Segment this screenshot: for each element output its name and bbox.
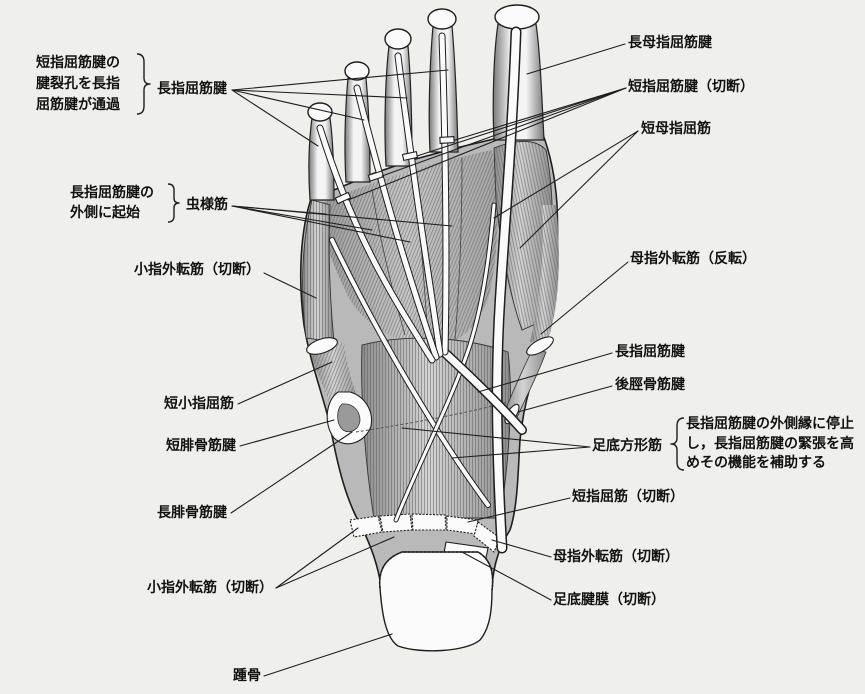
- fdb-tendon-cut-end-toe-5: [334, 191, 352, 205]
- abductor-hallucis-reflected-cut-end: [526, 336, 554, 356]
- toe-4-head: [344, 61, 370, 81]
- leader-lumbricals-4: [231, 205, 453, 227]
- qp-note-line: 長指屈筋腱の外側縁に停止: [686, 416, 854, 432]
- toe-1-head: [494, 4, 540, 30]
- abductor-digiti-minimi-fibers: [302, 200, 334, 342]
- label-pl-tendon: 長腓骨筋腱: [157, 505, 227, 521]
- label-fdl-tendon-right: 長指屈筋腱: [615, 344, 685, 360]
- leader-adm-cut-lower-2: [275, 536, 395, 589]
- leader-fdmb: [237, 361, 333, 405]
- fdl-tendon-toe-5: [317, 125, 435, 363]
- label-fdb-cut: 短指屈筋（切断）: [572, 489, 684, 505]
- leader-fhb-1: [493, 130, 639, 219]
- leader-fdl-tendon-left-3: [231, 89, 408, 99]
- fdl-tendon-toe-2: [439, 33, 449, 355]
- leader-qp-2: [451, 446, 591, 459]
- flexor-digitorum-longus-tendon: [440, 348, 526, 434]
- fdb-hiatus-note: 短指屈筋腱の 腱裂孔を長指 屈筋腱が通過: [36, 53, 120, 116]
- leader-fdl-tendon-left-1: [231, 89, 319, 147]
- leader-adm-cut-lower-1: [275, 527, 359, 589]
- leader-fdl-tendon-left-2: [231, 89, 365, 121]
- fdb-tendon-cut-end-toe-3: [401, 150, 419, 162]
- flexor-digitorum-brevis-cut-stump-2: [446, 515, 479, 535]
- label-ah-reflected: 母指外転筋（反転）: [630, 251, 756, 267]
- label-adm-cut-upper: 小指外転筋（切断）: [134, 262, 260, 278]
- label-fdl-tendon-left: 長指屈筋腱: [157, 81, 227, 97]
- abductor-hallucis-cut-stump: [473, 521, 501, 553]
- lumbrical-note-line: 長指屈筋腱の: [70, 185, 154, 201]
- toe-2-head: [427, 8, 457, 30]
- label-fhb: 短母指屈筋: [641, 121, 711, 137]
- qp-note: 長指屈筋腱の外側縁に停止 し，長指屈筋腱の緊張を高 めその機能を補助する: [686, 415, 854, 474]
- leader-fhl-tendon: [526, 43, 626, 75]
- flexor-hallucis-longus-tendon: [493, 28, 520, 552]
- leader-fdl-tendon-left-4: [231, 69, 449, 91]
- label-lumbricals: 虫様筋: [186, 197, 228, 213]
- leader-tp-tendon: [517, 385, 613, 413]
- abductor-digiti-minimi-cut-lower-stump: [349, 515, 383, 538]
- qp-note-line: し，長指屈筋腱の緊張を高: [686, 435, 854, 452]
- label-pa-cut: 足底腱膜（切断）: [553, 592, 665, 608]
- tendons: [316, 26, 527, 554]
- abductor-hallucis-reflected-fibers: [530, 205, 559, 342]
- fdb-hiatus-note-line: 腱裂孔を長指: [36, 76, 120, 92]
- leader-adm-cut-upper: [263, 272, 317, 299]
- leader-lines: [230, 43, 639, 677]
- leader-lumbricals-3: [231, 205, 411, 243]
- leader-pb-tendon: [239, 419, 335, 447]
- leader-fhb-2: [519, 130, 639, 249]
- label-adm-cut-lower: 小指外転筋（切断）: [147, 580, 273, 596]
- toe-3-head: [384, 28, 412, 50]
- label-qp: 足底方形筋: [592, 438, 662, 454]
- braces: [136, 53, 685, 471]
- abductor-digiti-minimi-cut-stump: [306, 337, 338, 355]
- peroneus-loop-inner: [337, 403, 361, 433]
- lumbrical-note-line: 外側に起始: [70, 205, 140, 221]
- label-fdmb: 短小指屈筋: [164, 396, 234, 412]
- leader-qp-1: [401, 427, 591, 448]
- fdb-hiatus-note-line: 屈筋腱が通過: [36, 97, 120, 113]
- brace-qp-note: [670, 417, 685, 471]
- toe-5-head: [307, 102, 333, 122]
- label-ah-cut: 母指外転筋（切断）: [553, 549, 679, 565]
- fdb-hiatus-note-line: 短指屈筋腱の: [36, 55, 120, 71]
- leader-lumbricals-2: [231, 205, 373, 231]
- leader-fdb-tendon-cut-2: [416, 87, 627, 157]
- leader-calcaneus: [263, 633, 393, 677]
- label-tp-tendon: 後脛骨筋腱: [615, 377, 685, 393]
- lumbrical-separator-3: [454, 157, 463, 341]
- label-calcaneus: 踵骨: [233, 668, 261, 684]
- brace-fdb-hiatus-note: [136, 53, 151, 115]
- leader-fdb-cut: [467, 497, 571, 523]
- leader-pa-cut: [461, 551, 552, 601]
- fdl-tendon-toe-3: [395, 53, 443, 357]
- leader-ah-cut: [491, 539, 552, 558]
- fdb-tendon-cut-end-toe-2: [439, 136, 455, 144]
- abductor-digiti-minimi-cut-lower-stump-2: [379, 513, 413, 533]
- leader-fdb-tendon-cut-3: [381, 87, 627, 177]
- label-pb-tendon: 短腓骨筋腱: [166, 438, 236, 454]
- fdl-lateral-slip: [330, 238, 490, 507]
- label-fhl-tendon: 長母指屈筋腱: [628, 35, 712, 51]
- connecting-slip: [394, 203, 496, 522]
- fdb-tendon-cut-end-toe-4: [367, 170, 385, 182]
- qp-note-line: めその機能を補助する: [686, 455, 826, 471]
- leader-ah-reflected: [540, 261, 629, 335]
- lumbrical-separator-1: [371, 189, 406, 336]
- leader-fdb-tendon-cut-4: [347, 87, 627, 201]
- calcaneus-bone: [379, 551, 494, 652]
- label-fdb-tendon-cut: 短指屈筋腱（切断）: [628, 79, 754, 95]
- fdl-tendon-toe-4: [354, 85, 439, 360]
- brace-lumbrical-note: [167, 183, 180, 223]
- flexor-digitorum-brevis-cut-stump: [411, 513, 447, 531]
- leader-fdb-tendon-cut-1: [454, 87, 627, 141]
- leader-fdl-tendon-right: [477, 352, 613, 393]
- leader-pl-tendon: [230, 431, 353, 514]
- calcaneus-group: [378, 551, 494, 652]
- lumbrical-note: 長指屈筋腱の 外側に起始: [70, 183, 154, 223]
